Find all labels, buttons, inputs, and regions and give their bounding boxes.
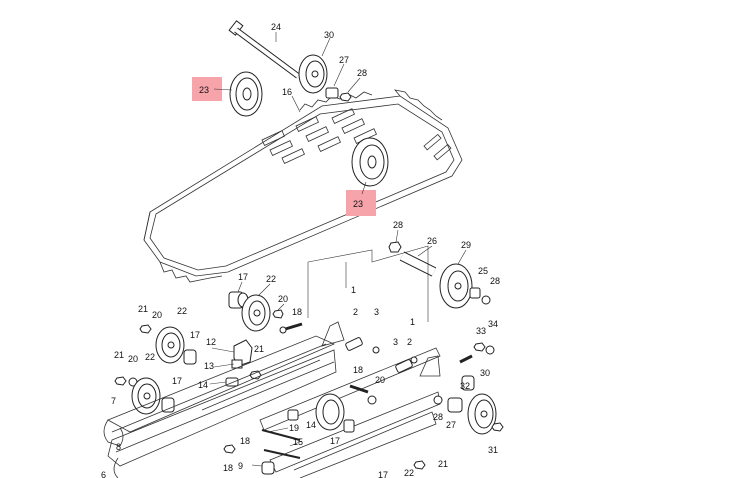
part-label: 7 (111, 396, 116, 406)
leader-lines (209, 32, 467, 467)
part-label: 25 (478, 266, 488, 276)
part-label: 1 (410, 317, 415, 327)
part-label: 14 (198, 380, 208, 390)
part-label: 34 (488, 319, 498, 329)
highlighted-part-label: 23 (353, 199, 363, 209)
part-label: 18 (240, 436, 250, 446)
part-label: 17 (378, 470, 388, 478)
shaft-part (228, 20, 300, 79)
part-number-labels: 24 30 27 28 23 16 23 28 26 29 25 28 17 2… (101, 22, 500, 478)
part-label: 17 (330, 436, 340, 446)
bracket-part (225, 339, 262, 387)
part-label: 28 (490, 276, 500, 286)
part-label: 13 (204, 361, 214, 371)
part-label: 15 (293, 437, 303, 447)
part-label: 9 (238, 461, 243, 471)
part-label: 27 (339, 55, 349, 65)
part-label: 24 (271, 22, 281, 32)
part-label: 2 (353, 307, 358, 317)
part-label: 12 (206, 337, 216, 347)
part-label: 19 (289, 423, 299, 433)
part-label: 20 (128, 354, 138, 364)
highlighted-part-label: 23 (199, 85, 209, 95)
assembly-lines (307, 245, 429, 322)
wheel-part (139, 324, 197, 365)
part-label: 16 (282, 87, 292, 97)
part-label: 18 (353, 365, 363, 375)
part-label: 28 (433, 412, 443, 422)
part-label: 31 (488, 445, 498, 455)
bracket-part (228, 291, 303, 334)
part-label: 21 (114, 350, 124, 360)
part-label: 20 (375, 375, 385, 385)
part-label: 32 (460, 381, 470, 391)
part-label: 18 (223, 463, 233, 473)
part-label: 22 (145, 352, 155, 362)
part-label: 1 (351, 285, 356, 295)
small-parts (223, 337, 418, 475)
part-label: 17 (238, 272, 248, 282)
part-label: 28 (357, 68, 367, 78)
part-label: 27 (446, 420, 456, 430)
part-label: 22 (266, 274, 276, 284)
part-label: 3 (374, 307, 379, 317)
part-label: 26 (427, 236, 437, 246)
highlight-box (346, 190, 376, 216)
wheel-part (114, 376, 175, 415)
shaft-part (388, 241, 491, 309)
bushing-part (325, 87, 352, 102)
wheel-part (229, 71, 263, 117)
part-label: 20 (152, 310, 162, 320)
part-label: 21 (254, 344, 264, 354)
part-label: 21 (438, 459, 448, 469)
part-label: 22 (177, 306, 187, 316)
part-label: 8 (116, 442, 121, 452)
part-label: 30 (324, 30, 334, 40)
wheel-part (413, 342, 504, 470)
part-label: 14 (306, 420, 316, 430)
track-belt (143, 89, 463, 283)
part-label: 29 (461, 240, 471, 250)
part-label: 17 (190, 330, 200, 340)
part-label: 2 (407, 337, 412, 347)
part-label: 22 (404, 468, 414, 478)
part-label: 17 (172, 376, 182, 386)
part-label: 6 (101, 470, 106, 478)
track-cleats (261, 108, 452, 164)
wheel-part (351, 137, 389, 187)
part-label: 21 (138, 304, 148, 314)
wheel-part (298, 54, 328, 94)
part-label: 33 (476, 326, 486, 336)
part-label: 20 (278, 294, 288, 304)
part-label: 18 (292, 307, 302, 317)
part-label: 28 (393, 220, 403, 230)
part-label: 30 (480, 368, 490, 378)
part-label: 3 (393, 337, 398, 347)
